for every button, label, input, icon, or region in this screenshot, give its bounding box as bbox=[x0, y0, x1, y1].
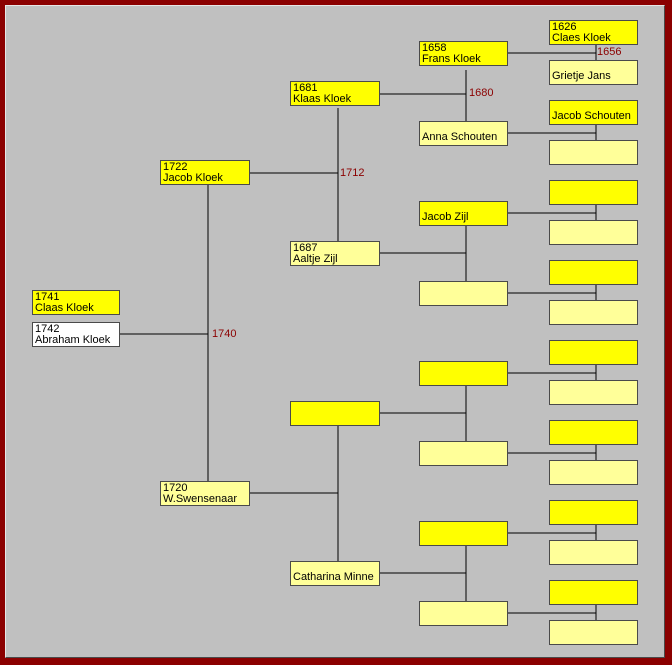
marriage-year: 1680 bbox=[469, 87, 494, 99]
person-name: Jacob Kloek bbox=[163, 172, 223, 184]
birth-year: 1658 bbox=[422, 42, 447, 54]
person-box-empty[interactable] bbox=[419, 441, 508, 466]
birth-year: 1720 bbox=[163, 482, 188, 494]
person-name: Aaltje Zijl bbox=[293, 253, 338, 265]
birth-year: 1742 bbox=[35, 323, 60, 335]
connector-lines bbox=[120, 45, 597, 620]
person-box-abraham-kloek[interactable]: 1742 Abraham Kloek bbox=[32, 322, 120, 347]
person-box-empty[interactable] bbox=[419, 361, 508, 386]
person-box-w-swensenaar[interactable]: 1720 W.Swensenaar bbox=[160, 481, 250, 506]
person-box-empty[interactable] bbox=[549, 140, 638, 165]
marriage-year: 1656 bbox=[597, 46, 622, 58]
person-box-claas-kloek-1741[interactable]: 1741 Claas Kloek bbox=[32, 290, 120, 315]
pedigree-chart: 1740 1712 1680 1656 1741 Claas Kloek 174… bbox=[5, 5, 665, 658]
person-box-empty[interactable] bbox=[549, 340, 638, 365]
person-name: Anna Schouten bbox=[422, 131, 498, 143]
person-box-empty[interactable] bbox=[419, 601, 508, 626]
person-box-empty[interactable] bbox=[290, 401, 380, 426]
person-name: Frans Kloek bbox=[422, 53, 481, 65]
person-box-empty[interactable] bbox=[419, 281, 508, 306]
person-name: Jacob Schouten bbox=[552, 110, 631, 122]
person-name: Jacob Zijl bbox=[422, 211, 469, 223]
person-box-empty[interactable] bbox=[419, 521, 508, 546]
birth-year: 1681 bbox=[293, 82, 318, 94]
person-name: Klaas Kloek bbox=[293, 93, 352, 105]
person-box-jacob-kloek[interactable]: 1722 Jacob Kloek bbox=[160, 160, 250, 185]
person-box-grietje-jans[interactable]: Grietje Jans bbox=[549, 60, 638, 85]
birth-year: 1626 bbox=[552, 21, 577, 33]
marriage-year: 1712 bbox=[340, 167, 365, 179]
person-box-empty[interactable] bbox=[549, 380, 638, 405]
person-box-empty[interactable] bbox=[549, 420, 638, 445]
birth-year: 1687 bbox=[293, 242, 318, 254]
birth-year: 1722 bbox=[163, 161, 188, 173]
person-box-anna-schouten[interactable]: Anna Schouten bbox=[419, 121, 508, 146]
marriage-year: 1740 bbox=[212, 328, 237, 340]
person-name: Abraham Kloek bbox=[35, 334, 111, 346]
person-box-claes-kloek-1626[interactable]: 1626 Claes Kloek bbox=[549, 20, 638, 45]
person-box-klaas-kloek[interactable]: 1681 Klaas Kloek bbox=[290, 81, 380, 106]
person-box-empty[interactable] bbox=[549, 300, 638, 325]
person-box-aaltje-zijl[interactable]: 1687 Aaltje Zijl bbox=[290, 241, 380, 266]
person-box-empty[interactable] bbox=[549, 500, 638, 525]
person-box-frans-kloek[interactable]: 1658 Frans Kloek bbox=[419, 41, 508, 66]
person-name: Claes Kloek bbox=[552, 32, 611, 44]
person-box-empty[interactable] bbox=[549, 620, 638, 645]
person-box-empty[interactable] bbox=[549, 180, 638, 205]
person-name: Grietje Jans bbox=[552, 70, 611, 82]
person-box-catharina-minne[interactable]: Catharina Minne bbox=[290, 561, 380, 586]
person-box-empty[interactable] bbox=[549, 580, 638, 605]
birth-year: 1741 bbox=[35, 291, 60, 303]
person-box-empty[interactable] bbox=[549, 460, 638, 485]
person-name: W.Swensenaar bbox=[163, 493, 237, 505]
person-box-empty[interactable] bbox=[549, 540, 638, 565]
person-box-empty[interactable] bbox=[549, 260, 638, 285]
person-box-empty[interactable] bbox=[549, 220, 638, 245]
person-box-jacob-schouten[interactable]: Jacob Schouten bbox=[549, 100, 638, 125]
person-name: Catharina Minne bbox=[293, 571, 374, 583]
person-name: Claas Kloek bbox=[35, 302, 94, 314]
person-box-jacob-zijl[interactable]: Jacob Zijl bbox=[419, 201, 508, 226]
